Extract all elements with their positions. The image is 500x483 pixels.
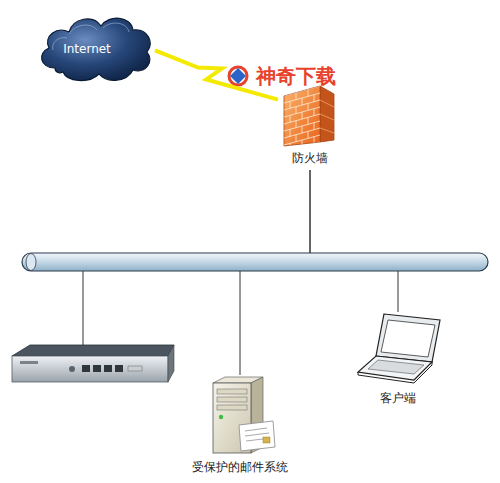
cloud-node: Internet xyxy=(35,8,155,85)
brick-lines xyxy=(284,86,320,156)
node-label: 受保护的邮件系统 xyxy=(185,461,295,475)
rack-port xyxy=(104,365,112,372)
laptop-shape xyxy=(350,312,446,386)
card-chip xyxy=(263,437,270,443)
network-bus xyxy=(22,253,488,271)
drive-bay xyxy=(217,397,247,402)
logo-diamond xyxy=(230,68,246,84)
wire-line xyxy=(83,268,84,347)
network-link xyxy=(240,170,310,375)
laptop-front xyxy=(358,362,432,383)
network-link xyxy=(310,170,398,312)
watermark-text: 神奇下载 xyxy=(256,63,336,90)
laptop-keyboard xyxy=(368,360,424,374)
bus-end xyxy=(26,254,36,271)
rack-port xyxy=(93,365,101,372)
laptop-screen xyxy=(376,314,440,362)
watermark-logo xyxy=(229,67,247,85)
power-led xyxy=(219,415,223,419)
node-label: 防火墙 xyxy=(278,152,342,166)
wall-side xyxy=(320,86,334,142)
id-card xyxy=(239,421,275,451)
rack-port xyxy=(115,365,123,372)
firewall-shape xyxy=(278,82,342,148)
rack-port xyxy=(69,366,75,372)
firewall-node: 防火墙 xyxy=(278,82,342,170)
server-shape xyxy=(185,375,295,457)
logo-ring xyxy=(229,67,247,85)
brick-lines xyxy=(320,100,334,133)
laptop-display xyxy=(381,320,435,357)
node-label: 客户端 xyxy=(350,392,446,406)
rack-badge xyxy=(20,361,38,364)
laptop-node: 客户端 xyxy=(350,312,446,408)
rack-port xyxy=(128,366,142,371)
node-label: Internet xyxy=(27,43,147,57)
rack-front xyxy=(12,356,168,382)
rack-side xyxy=(168,345,174,382)
rack-port xyxy=(82,365,90,372)
drive-bay xyxy=(217,405,247,410)
drive-bay xyxy=(217,389,247,394)
server-node: 受保护的邮件系统 xyxy=(185,375,295,480)
rack-top xyxy=(12,345,174,356)
